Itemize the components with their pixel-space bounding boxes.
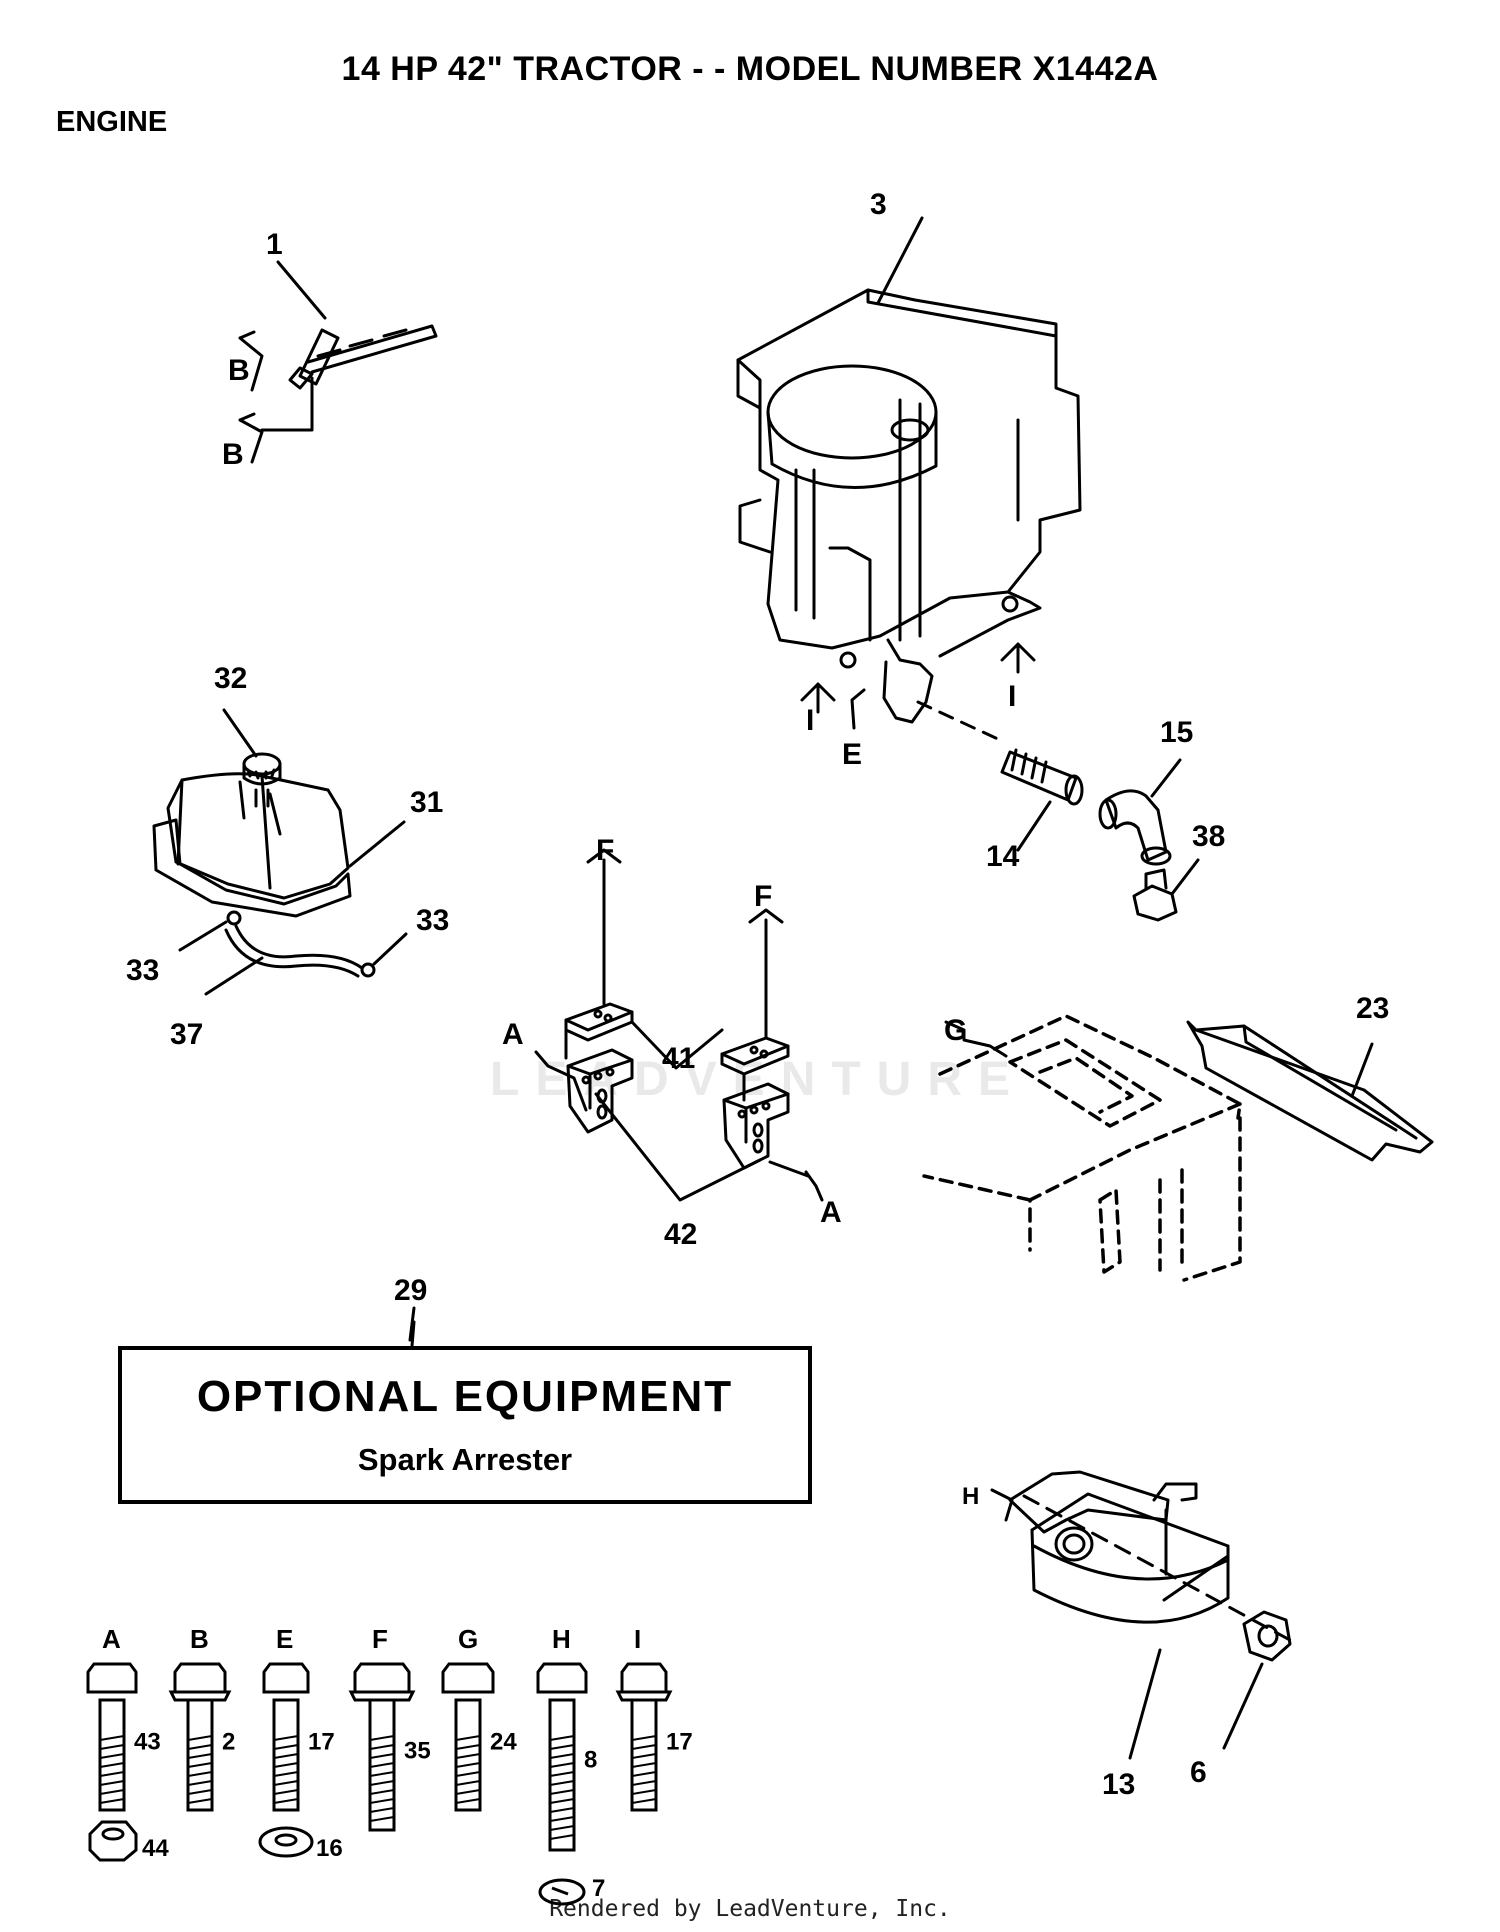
hardware-letter: G <box>458 1624 478 1654</box>
ref-i-left: I <box>806 704 814 737</box>
hardware-bolt-h: H 8 7 <box>536 1624 605 1906</box>
hardware-bolt-a: A 43 44 <box>86 1624 169 1862</box>
ref-f-right: F <box>754 880 772 913</box>
ref-h: H <box>962 1483 979 1510</box>
optional-equipment-leader <box>410 1320 416 1348</box>
hardware-bolt-f: F 35 <box>348 1624 431 1832</box>
hardware-extra-part-number: 44 <box>142 1835 169 1862</box>
hardware-bolt-b: B2 <box>168 1624 235 1812</box>
exhaust-gasket-part <box>1222 1610 1292 1750</box>
bolt-head <box>86 1662 138 1694</box>
hardware-bolt-g: G 24 <box>441 1624 517 1812</box>
fuel-tank-part <box>152 772 406 918</box>
callout-23: 23 <box>1356 992 1389 1025</box>
callout-42: 42 <box>664 1218 697 1251</box>
callout-29: 29 <box>394 1274 427 1307</box>
callout-3: 3 <box>870 188 887 221</box>
hardware-part-number: 2 <box>222 1729 235 1756</box>
ref-g: G <box>944 1014 967 1047</box>
throttle-bracket-part <box>238 260 438 464</box>
optional-equipment-box: OPTIONAL EQUIPMENT Spark Arrester <box>118 1346 812 1504</box>
hardware-extra-part-number: 16 <box>316 1835 343 1862</box>
hardware-part-number: 43 <box>134 1729 161 1756</box>
ref-b-upper: B <box>228 354 250 387</box>
callout-37: 37 <box>170 1018 203 1051</box>
hardware-letter: B <box>190 1624 209 1654</box>
callout-6: 6 <box>1190 1756 1207 1789</box>
hardware-part-number: 35 <box>404 1738 431 1765</box>
callout-13: 13 <box>1102 1768 1135 1801</box>
muffler-part <box>990 1470 1292 1760</box>
ref-a-right: A <box>820 1196 842 1229</box>
callout-38: 38 <box>1192 820 1225 853</box>
spring-washer-icon <box>538 1878 586 1906</box>
callout-32: 32 <box>214 662 247 695</box>
bolt-head <box>441 1662 495 1694</box>
bolt-head <box>173 1662 227 1694</box>
heat-shield-part <box>922 1014 1434 1282</box>
hardware-part-number: 17 <box>308 1729 335 1756</box>
engine-part <box>736 216 1082 724</box>
hardware-part-number: 24 <box>490 1729 517 1756</box>
callout-15: 15 <box>1160 716 1193 749</box>
bolt-head <box>262 1662 310 1694</box>
callout-33-right: 33 <box>416 904 449 937</box>
bolt-head <box>353 1662 411 1694</box>
exhaust-pipe-part <box>1000 748 1084 852</box>
hardware-letter: F <box>372 1624 388 1654</box>
hex-nut-icon <box>88 1820 138 1862</box>
bolt-shank <box>368 1698 396 1832</box>
callout-33-left: 33 <box>126 954 159 987</box>
hardware-part-number: 17 <box>666 1729 693 1756</box>
ref-b-lower: B <box>222 438 244 471</box>
spark-arrester-label: Spark Arrester <box>357 1442 573 1477</box>
lock-washer-icon <box>258 1826 314 1858</box>
optional-equipment-title: OPTIONAL EQUIPMENT <box>196 1372 734 1421</box>
ref-e: E <box>842 738 862 771</box>
hardware-letter: I <box>634 1624 641 1654</box>
mounting-brackets-part <box>534 848 824 1202</box>
hardware-part-number: 8 <box>584 1747 597 1774</box>
callout-31: 31 <box>410 786 443 819</box>
exhaust-elbow-part <box>1098 758 1182 866</box>
bolt-head <box>536 1662 588 1694</box>
ref-f-left: F <box>596 834 614 867</box>
callout-14: 14 <box>986 840 1020 873</box>
hardware-letter: H <box>552 1624 571 1654</box>
hardware-extra-part-number: 7 <box>592 1875 605 1902</box>
hardware-bolt-i: I 17 <box>615 1624 693 1812</box>
page-title: 14 HP 42" TRACTOR - - MODEL NUMBER X1442… <box>341 50 1159 88</box>
callout-1: 1 <box>266 228 283 261</box>
ref-a-left: A <box>502 1018 524 1051</box>
bolt-head <box>620 1662 668 1694</box>
hardware-letter: E <box>276 1624 293 1654</box>
footer-credit: Rendered by LeadVenture, Inc. <box>549 1896 951 1922</box>
callout-41: 41 <box>662 1042 695 1075</box>
hardware-letter: A <box>102 1624 121 1654</box>
ref-i-right: I <box>1008 680 1016 713</box>
section-title: ENGINE <box>56 106 168 138</box>
exhaust-plug-part <box>1132 858 1200 922</box>
fuel-cap-part <box>222 708 282 808</box>
fuel-line-part <box>178 910 408 996</box>
hardware-bolt-e: E 17 16 <box>258 1624 343 1862</box>
